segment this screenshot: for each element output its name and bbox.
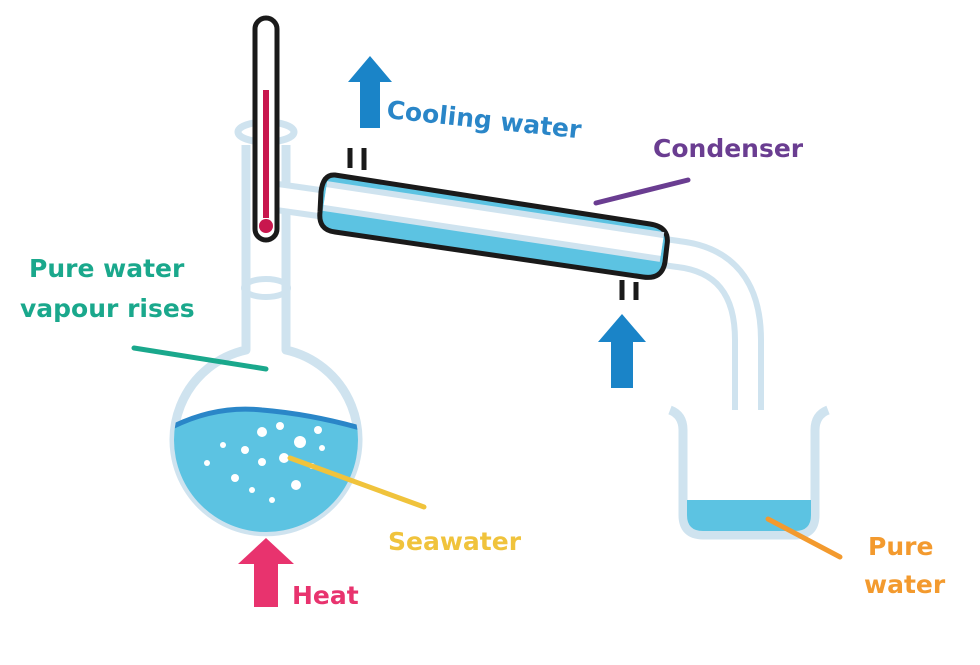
pure-water-leader-line [765,516,843,560]
pure-water-label-line2: water [864,570,946,599]
cooling-outlet-tube [347,148,367,170]
heat-arrow [238,538,294,607]
cooling-water-out-arrow [348,56,392,128]
cooling-inlet-tube [619,280,639,300]
vapour-label-line1: Pure water [29,254,185,283]
pure-water-label-line1: Pure [868,532,933,561]
condenser-jacket [317,148,670,300]
cooling-water-in-arrow [598,314,646,388]
beaker [668,405,830,540]
up-arrow-icon [348,56,392,128]
condenser-label: Condenser [653,134,804,163]
bubbles [204,422,325,503]
condenser-leader-line [593,177,691,206]
up-arrow-icon [238,538,294,607]
pure-water-liquid [687,500,811,531]
up-arrow-icon [598,314,646,388]
vapour-leader-line [131,345,269,372]
vapour-label-line2: vapour rises [20,294,195,323]
round-bottom-flask [169,118,363,537]
seawater-label: Seawater [388,527,522,556]
cooling-water-label: Cooling water [385,95,583,144]
delivery-tube [267,180,764,455]
seawater-surface [174,406,358,431]
thermometer-icon [252,15,280,243]
seawater-liquid [174,409,358,532]
heat-label: Heat [292,581,359,610]
seawater-leader-line [287,455,427,510]
